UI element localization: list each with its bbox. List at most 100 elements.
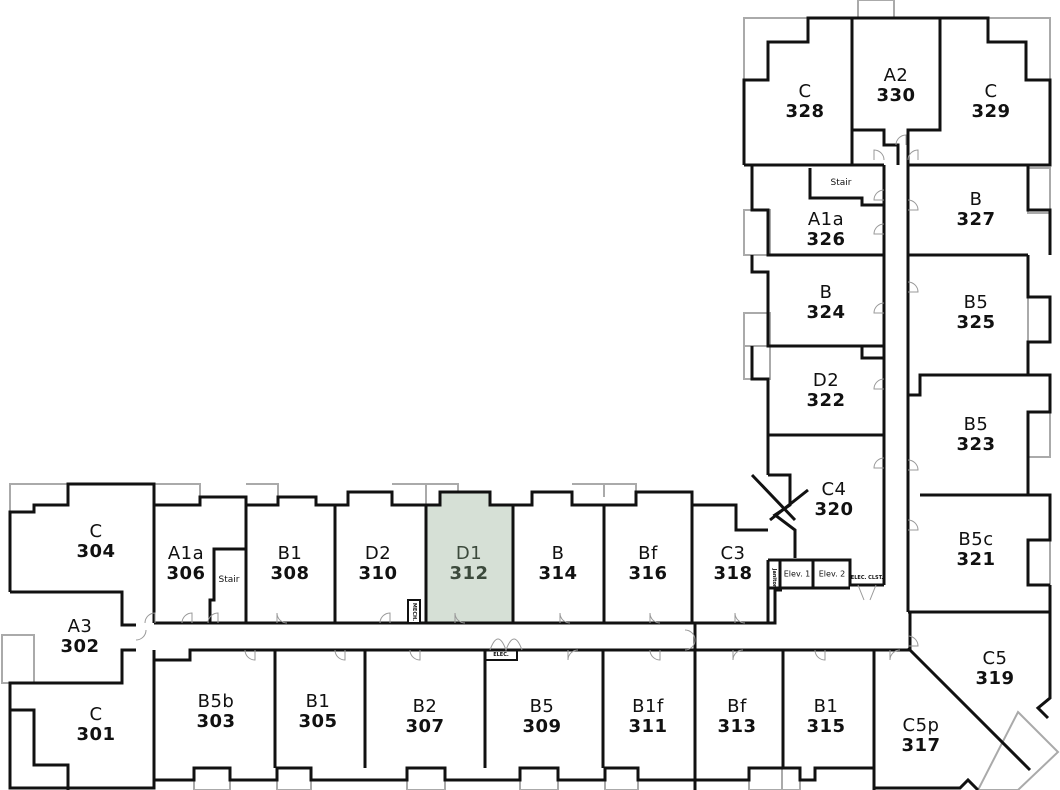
room-number: 318 — [713, 563, 753, 584]
room-type: B — [551, 542, 565, 564]
room-number: 321 — [956, 549, 996, 570]
room-type: D2 — [364, 542, 392, 564]
room-type: A1a — [167, 542, 205, 564]
room-number: 301 — [76, 724, 116, 745]
room-312-fill[interactable] — [426, 492, 513, 623]
room-number: 327 — [956, 209, 996, 230]
mech-closet — [407, 599, 421, 624]
room-type: B5 — [963, 413, 989, 435]
room-type: Bf — [638, 542, 658, 564]
room-type: C — [89, 703, 103, 725]
room-type: C5p — [902, 714, 940, 736]
room-number: 323 — [956, 434, 996, 455]
room-type: B5c — [958, 528, 994, 550]
room-number: 324 — [806, 302, 846, 323]
room-number: 302 — [60, 636, 100, 657]
room-number: 314 — [538, 563, 578, 584]
room-type: B5 — [529, 695, 555, 717]
room-type: B1 — [305, 690, 331, 712]
room-number: 306 — [166, 563, 206, 584]
room-type: C — [798, 80, 812, 102]
elec-closet-label: ELEC. CLST. — [850, 575, 884, 581]
elec-south-label: ELEC. — [493, 652, 509, 658]
room-hitboxes — [34, 18, 1050, 788]
room-number: 311 — [628, 716, 668, 737]
room-type: A2 — [883, 64, 909, 86]
room-type: B1 — [277, 542, 303, 564]
doors — [135, 134, 919, 661]
room-number: 315 — [806, 716, 846, 737]
room-type: C5 — [982, 647, 1008, 669]
room-number: 309 — [522, 716, 562, 737]
elevator-1-label: Elev. 1 — [783, 569, 811, 579]
elec-closet-south — [484, 650, 518, 661]
room-number: 329 — [971, 101, 1011, 122]
stair-west-label: Stair — [218, 575, 240, 585]
room-type: B2 — [412, 695, 438, 717]
room-type: D1 — [455, 542, 483, 564]
room-type: A1a — [807, 208, 845, 230]
mech-label: MECH. — [411, 602, 417, 622]
room-number: 328 — [785, 101, 825, 122]
room-type: B1f — [632, 695, 664, 717]
room-number: 307 — [405, 716, 445, 737]
janitor-label: Janitor — [771, 568, 777, 588]
room-number: 325 — [956, 312, 996, 333]
room-type: B1 — [813, 695, 839, 717]
room-number: 312 — [449, 563, 489, 584]
room-number: 303 — [196, 711, 236, 732]
room-number: 326 — [806, 229, 846, 250]
walls — [8, 16, 1052, 790]
room-type: A3 — [67, 615, 93, 637]
room-number: 330 — [876, 85, 916, 106]
room-type: D2 — [812, 369, 840, 391]
room-type: C — [984, 80, 998, 102]
room-type: C4 — [821, 478, 847, 500]
room-number: 316 — [628, 563, 668, 584]
room-number: 322 — [806, 390, 846, 411]
room-number: 305 — [298, 711, 338, 732]
room-type: C — [89, 520, 103, 542]
stair-walls — [208, 547, 246, 623]
stair-north-label: Stair — [830, 178, 852, 188]
room-number: 319 — [975, 668, 1015, 689]
room-type: B — [969, 188, 983, 210]
room-number: 317 — [901, 735, 941, 756]
room-number: 310 — [358, 563, 398, 584]
room-number: 320 — [814, 499, 854, 520]
room-type: C3 — [720, 542, 746, 564]
room-number: 308 — [270, 563, 310, 584]
room-type: Bf — [727, 695, 747, 717]
